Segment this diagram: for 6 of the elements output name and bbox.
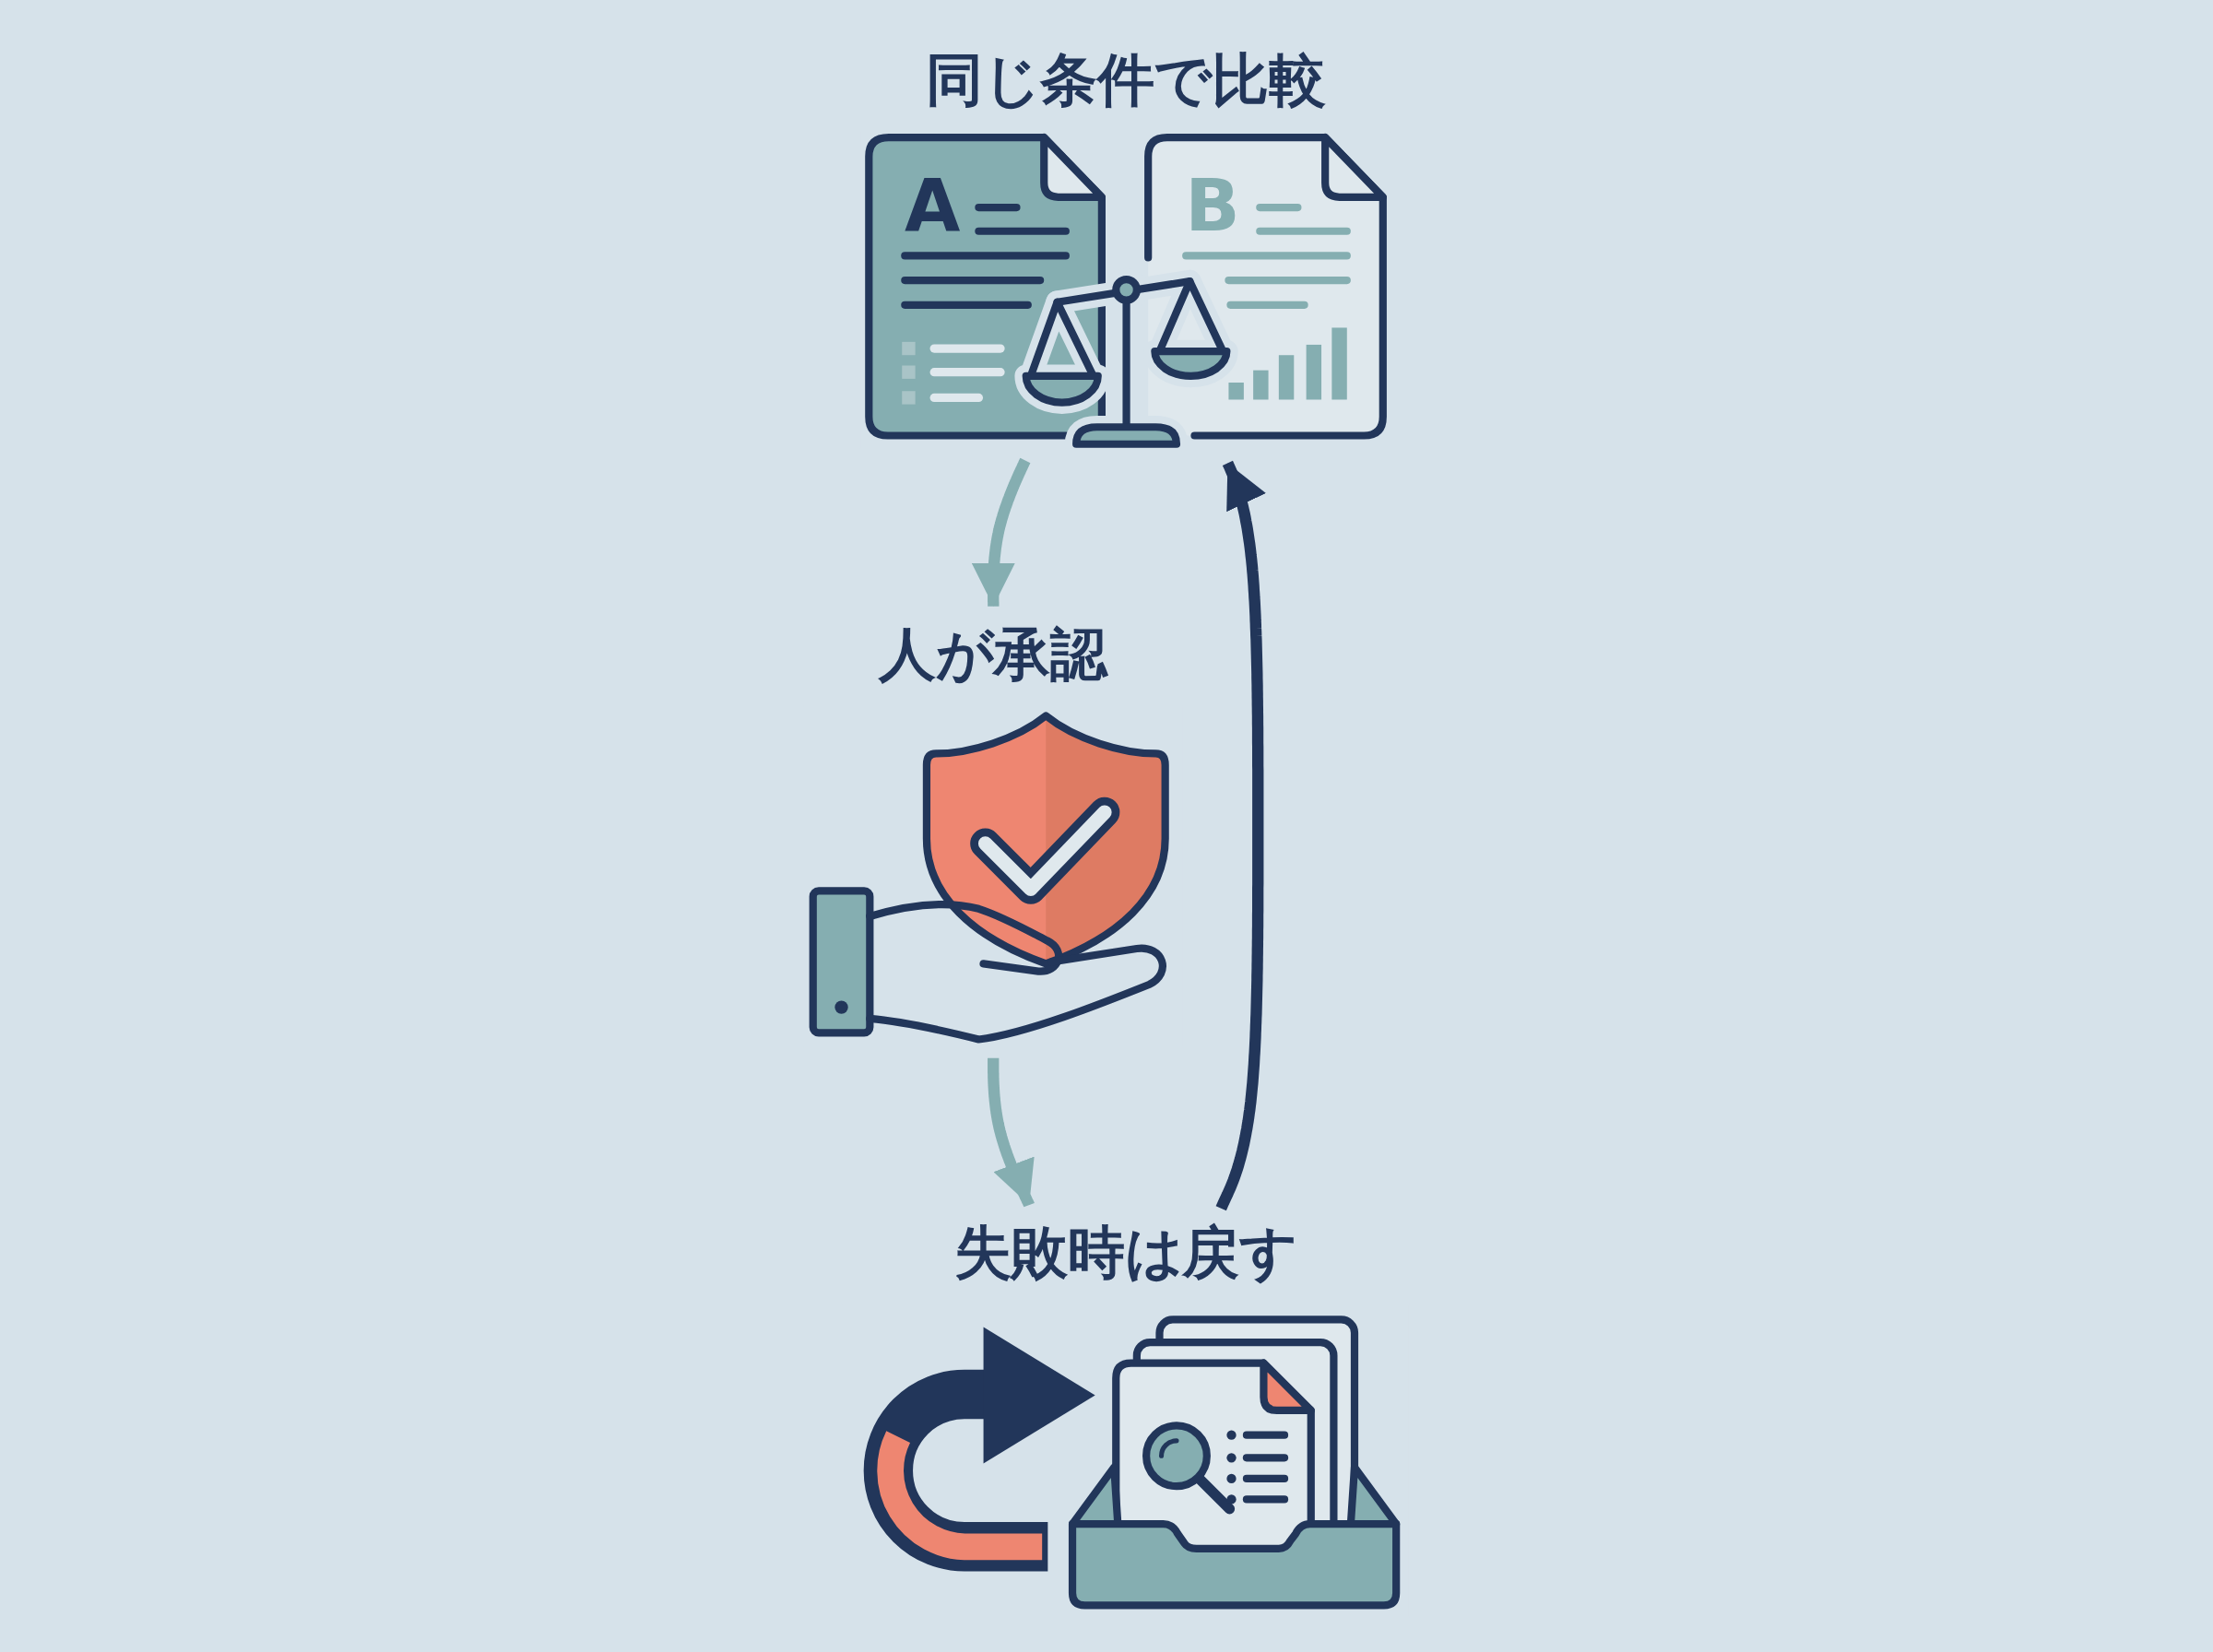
node-label: 人が承認 [879, 620, 1107, 688]
arrow [1215, 460, 1266, 1211]
node-label: 失敗時は戻す [953, 1219, 1297, 1286]
document-letter: B [1185, 163, 1240, 247]
node-label: 同じ条件で比較 [925, 46, 1326, 113]
document-letter: A [904, 163, 961, 247]
